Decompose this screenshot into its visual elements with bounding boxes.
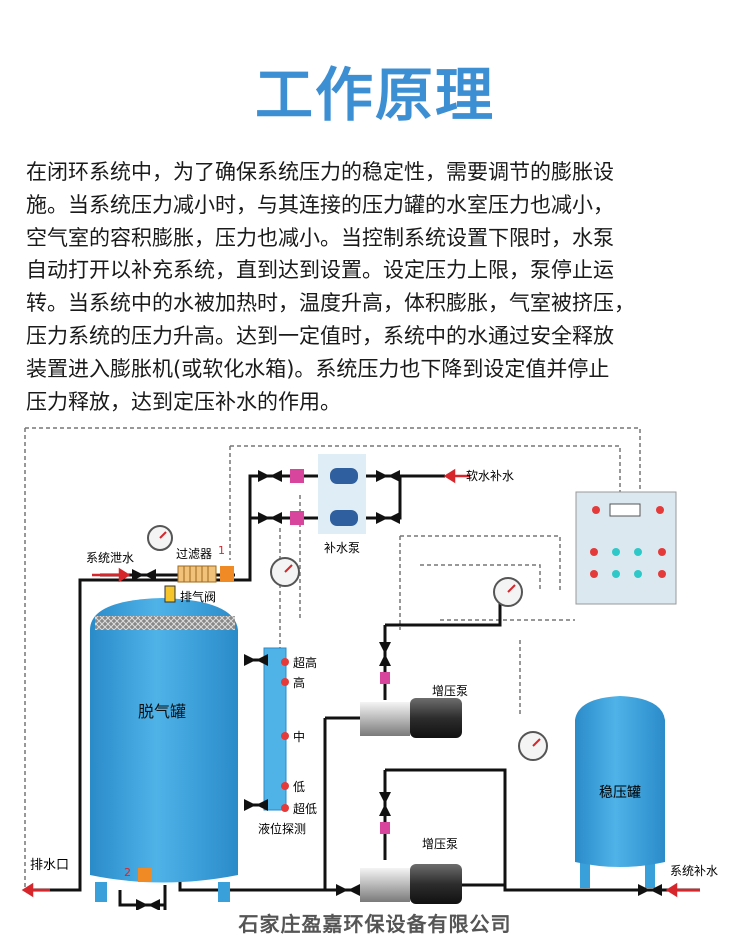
page-title: 工作原理 xyxy=(254,61,495,129)
level-probe: 超高 高 中 低 超低 液位探测 xyxy=(258,647,317,836)
filter: 过滤器 1 xyxy=(176,544,234,583)
system-makeup-label: 系统补水 xyxy=(670,864,718,878)
level-label-extra-high: 超高 xyxy=(293,655,317,670)
filter-label: 过滤器 xyxy=(176,547,212,561)
paragraph-line: 装置进入膨胀机(或软化水箱)。系统压力也下降到设定值并停止 xyxy=(26,356,610,381)
paragraph-line: 在闭环系统中，为了确保系统压力的稳定性，需要调节的膨胀设 xyxy=(26,160,614,184)
vent-valve-label: 排气阀 xyxy=(180,589,216,604)
valves xyxy=(132,470,662,910)
drain-outlet-label: 排水口 xyxy=(30,858,69,873)
paragraph-line: 压力释放，达到定压补水的作用。 xyxy=(26,389,341,414)
makeup-pump-label: 补水泵 xyxy=(324,541,360,555)
level-label-extra-low: 超低 xyxy=(293,801,317,816)
paragraph-line: 空气室的容积膨胀，压力也减小。当控制系统设置下限时，水泵 xyxy=(26,225,614,250)
stabilizer-tank-label: 稳压罐 xyxy=(599,785,641,801)
degas-tank-label: 脱气罐 xyxy=(138,702,186,721)
level-label-mid: 中 xyxy=(293,729,305,744)
soft-water-in-label: 软水补水 xyxy=(466,469,514,483)
flow-arrows xyxy=(21,468,700,898)
gauge-needles xyxy=(159,531,541,747)
marker-1: 1 xyxy=(218,544,225,557)
marker-2: 2 xyxy=(124,866,131,879)
drain-valve xyxy=(138,868,152,882)
booster-pump-2: 增压泵 xyxy=(360,822,462,904)
company-name: 石家庄盈嘉环保设备有限公司 xyxy=(238,912,512,936)
stabilizer-tank: 稳压罐 xyxy=(575,696,665,888)
level-probe-label: 液位探测 xyxy=(258,821,306,836)
control-panel xyxy=(575,491,677,605)
paragraph-line: 施。当系统压力减小时，与其连接的压力罐的水室压力也减小， xyxy=(26,192,614,217)
level-label-high: 高 xyxy=(293,675,305,690)
system-diagram: 脱气罐 超高 高 中 低 超低 液位探测 稳压罐 补水泵 xyxy=(21,427,718,910)
degas-tank: 脱气罐 xyxy=(90,598,238,902)
description-paragraph: 在闭环系统中，为了确保系统压力的稳定性，需要调节的膨胀设 施。当系统压力减小时，… xyxy=(26,156,726,418)
booster-pump-1-label: 增压泵 xyxy=(432,684,468,698)
booster-pump-2-label: 增压泵 xyxy=(422,837,458,851)
paragraph-line: 转。当系统中的水被加热时，温度升高，体积膨胀，气室被挤压， xyxy=(26,291,635,316)
system-drain-label: 系统泄水 xyxy=(86,551,134,565)
vent-valve: 排气阀 xyxy=(164,585,216,604)
paragraph-line: 压力系统的压力升高。达到一定值时，系统中的水通过安全释放 xyxy=(26,323,614,348)
booster-pump-1: 增压泵 xyxy=(360,672,468,738)
makeup-pump-unit: 补水泵 xyxy=(290,454,366,555)
paragraph-line: 自动打开以补充系统，直到达到设置。设定压力上限，泵停止运 xyxy=(26,258,614,283)
level-label-low: 低 xyxy=(293,780,305,794)
